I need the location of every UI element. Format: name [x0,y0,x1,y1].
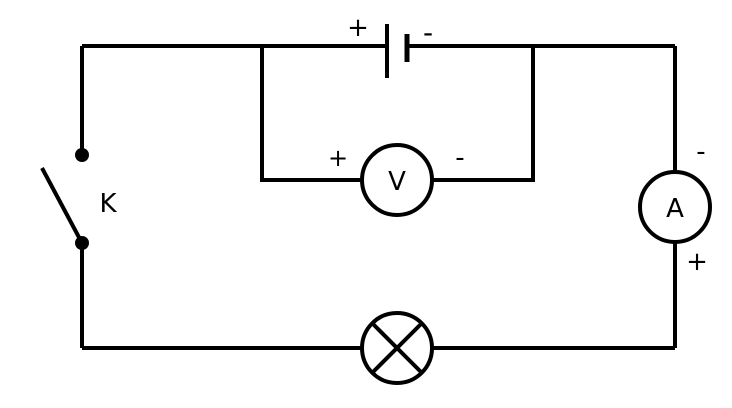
lamp-circle [360,311,434,385]
ammeter-label: A [666,194,684,224]
switch-contact-top [75,148,89,162]
ammeter-circle [638,170,712,244]
voltmeter-circle [360,143,434,217]
voltmeter-branch-wire [260,46,535,182]
battery-plus-label: + [347,13,369,43]
battery-minus-label: - [423,16,433,49]
voltmeter-minus-label: - [455,143,464,173]
ammeter-minus-label: - [696,137,705,167]
ammeter-plus-label: + [686,247,708,277]
lamp-cross [370,321,424,375]
voltmeter-plus-label: + [328,144,348,172]
switch-contact-bottom [75,236,89,250]
switch-lever [40,167,84,244]
voltmeter-label: V [388,167,406,197]
switch-label: K [99,189,117,219]
